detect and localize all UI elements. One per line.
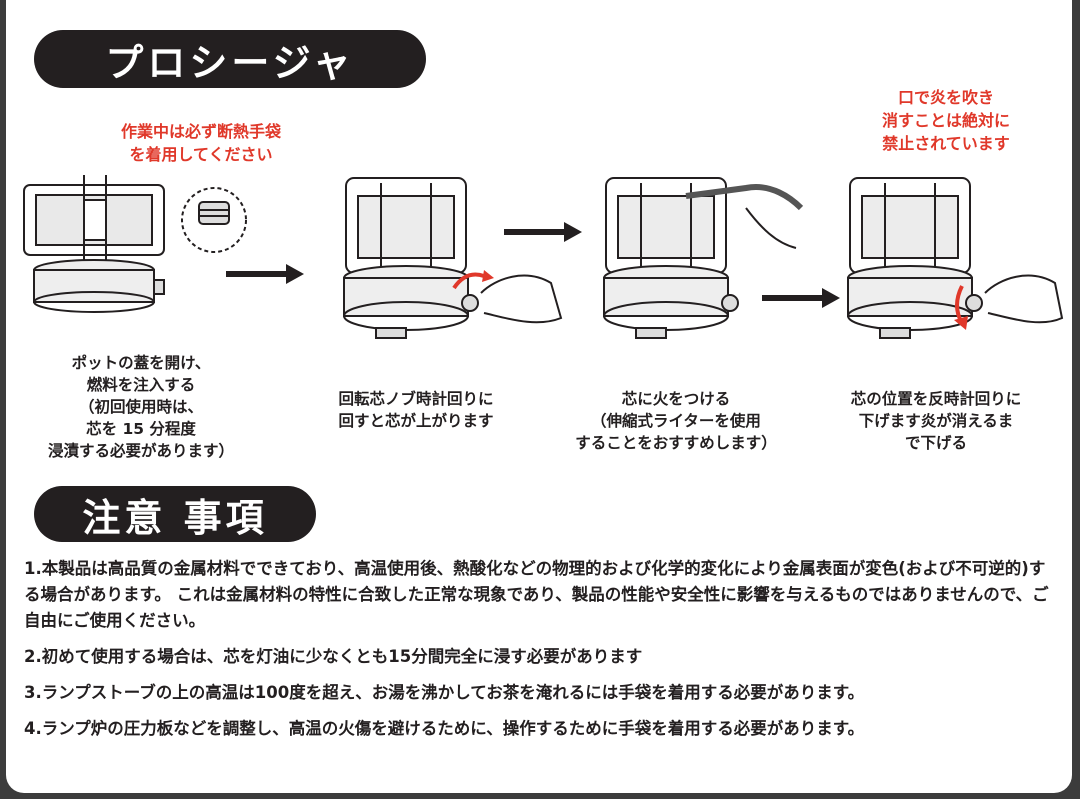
caption-line: 芯を 15 分程度 [86, 420, 196, 438]
caution-note: 1.本製品は高品質の金属材料でできており、高温使用後、熱酸化などの物理的および化… [24, 559, 1049, 630]
caption-line: 燃料を注入する [86, 376, 196, 394]
step2-illustration [343, 177, 563, 339]
step1-caption: ポットの蓋を開け、 燃料を注入する （初回使用時は、 芯を 15 分程度 浸漬す… [16, 352, 266, 462]
arrow-icon [226, 264, 304, 284]
caution-notes: 1.本製品は高品質の金属材料でできており、高温使用後、熱酸化などの物理的および化… [24, 556, 1056, 752]
caption-line: 芯の位置を反時計回りに [850, 390, 1022, 408]
step3-caption: 芯に火をつける （伸縮式ライターを使用 することをおすすめします） [541, 388, 811, 454]
caption-line: ポットの蓋を開け、 [71, 354, 211, 372]
caption-line: 回すと芯が上がります [338, 412, 494, 430]
step2-caption: 回転芯ノブ時計回りに 回すと芯が上がります [306, 388, 526, 432]
instruction-sheet: プロシージャ 作業中は必ず断熱手袋 を着用してください 口で炎を吹き 消すことは… [6, 0, 1072, 793]
caption-line: 下げます炎が消えるま [858, 412, 1014, 430]
caution-note: 4.ランプ炉の圧力板などを調整し、高温の火傷を避けるために、操作するために手袋を… [24, 719, 865, 738]
step4-caption: 芯の位置を反時計回りに 下げます炎が消えるま で下げる [811, 388, 1061, 454]
blow-warning-line: 禁止されています [882, 134, 1010, 153]
caption-line: 芯に火をつける [621, 390, 731, 408]
procedure-title: プロシージャ [34, 30, 426, 88]
blow-warning-line: 消すことは絶対に [881, 111, 1010, 130]
caption-line: で下げる [904, 434, 967, 452]
glove-warning-line: を着用してください [129, 145, 273, 164]
blow-warning-line: 口で炎を吹き [897, 88, 994, 107]
step1-illustration [23, 175, 247, 313]
glove-warning-line: 作業中は必ず断熱手袋 [120, 122, 281, 141]
step4-illustration [847, 177, 1064, 339]
caution-note: 2.初めて使用する場合は、芯を灯油に少なくとも15分間完全に浸す必要があります [24, 647, 643, 666]
caption-line: することをおすすめします） [575, 434, 777, 452]
glove-warning: 作業中は必ず断熱手袋 を着用してください [66, 120, 336, 166]
arrow-icon [504, 222, 582, 242]
caution-title: 注意 事項 [34, 486, 316, 542]
caption-line: （初回使用時は、 [78, 398, 203, 416]
blow-warning: 口で炎を吹き 消すことは絶対に 禁止されています [846, 86, 1046, 155]
caption-line: 回転芯ノブ時計回りに [338, 390, 494, 408]
caption-line: 浸漬する必要があります） [47, 442, 234, 460]
arrow-icon [762, 288, 840, 308]
caption-line: （伸縮式ライターを使用 [591, 412, 761, 430]
step3-illustration [603, 177, 804, 339]
caution-note: 3.ランプストーブの上の高温は100度を超え、お湯を沸かしてお茶を淹れるには手袋… [24, 683, 865, 702]
